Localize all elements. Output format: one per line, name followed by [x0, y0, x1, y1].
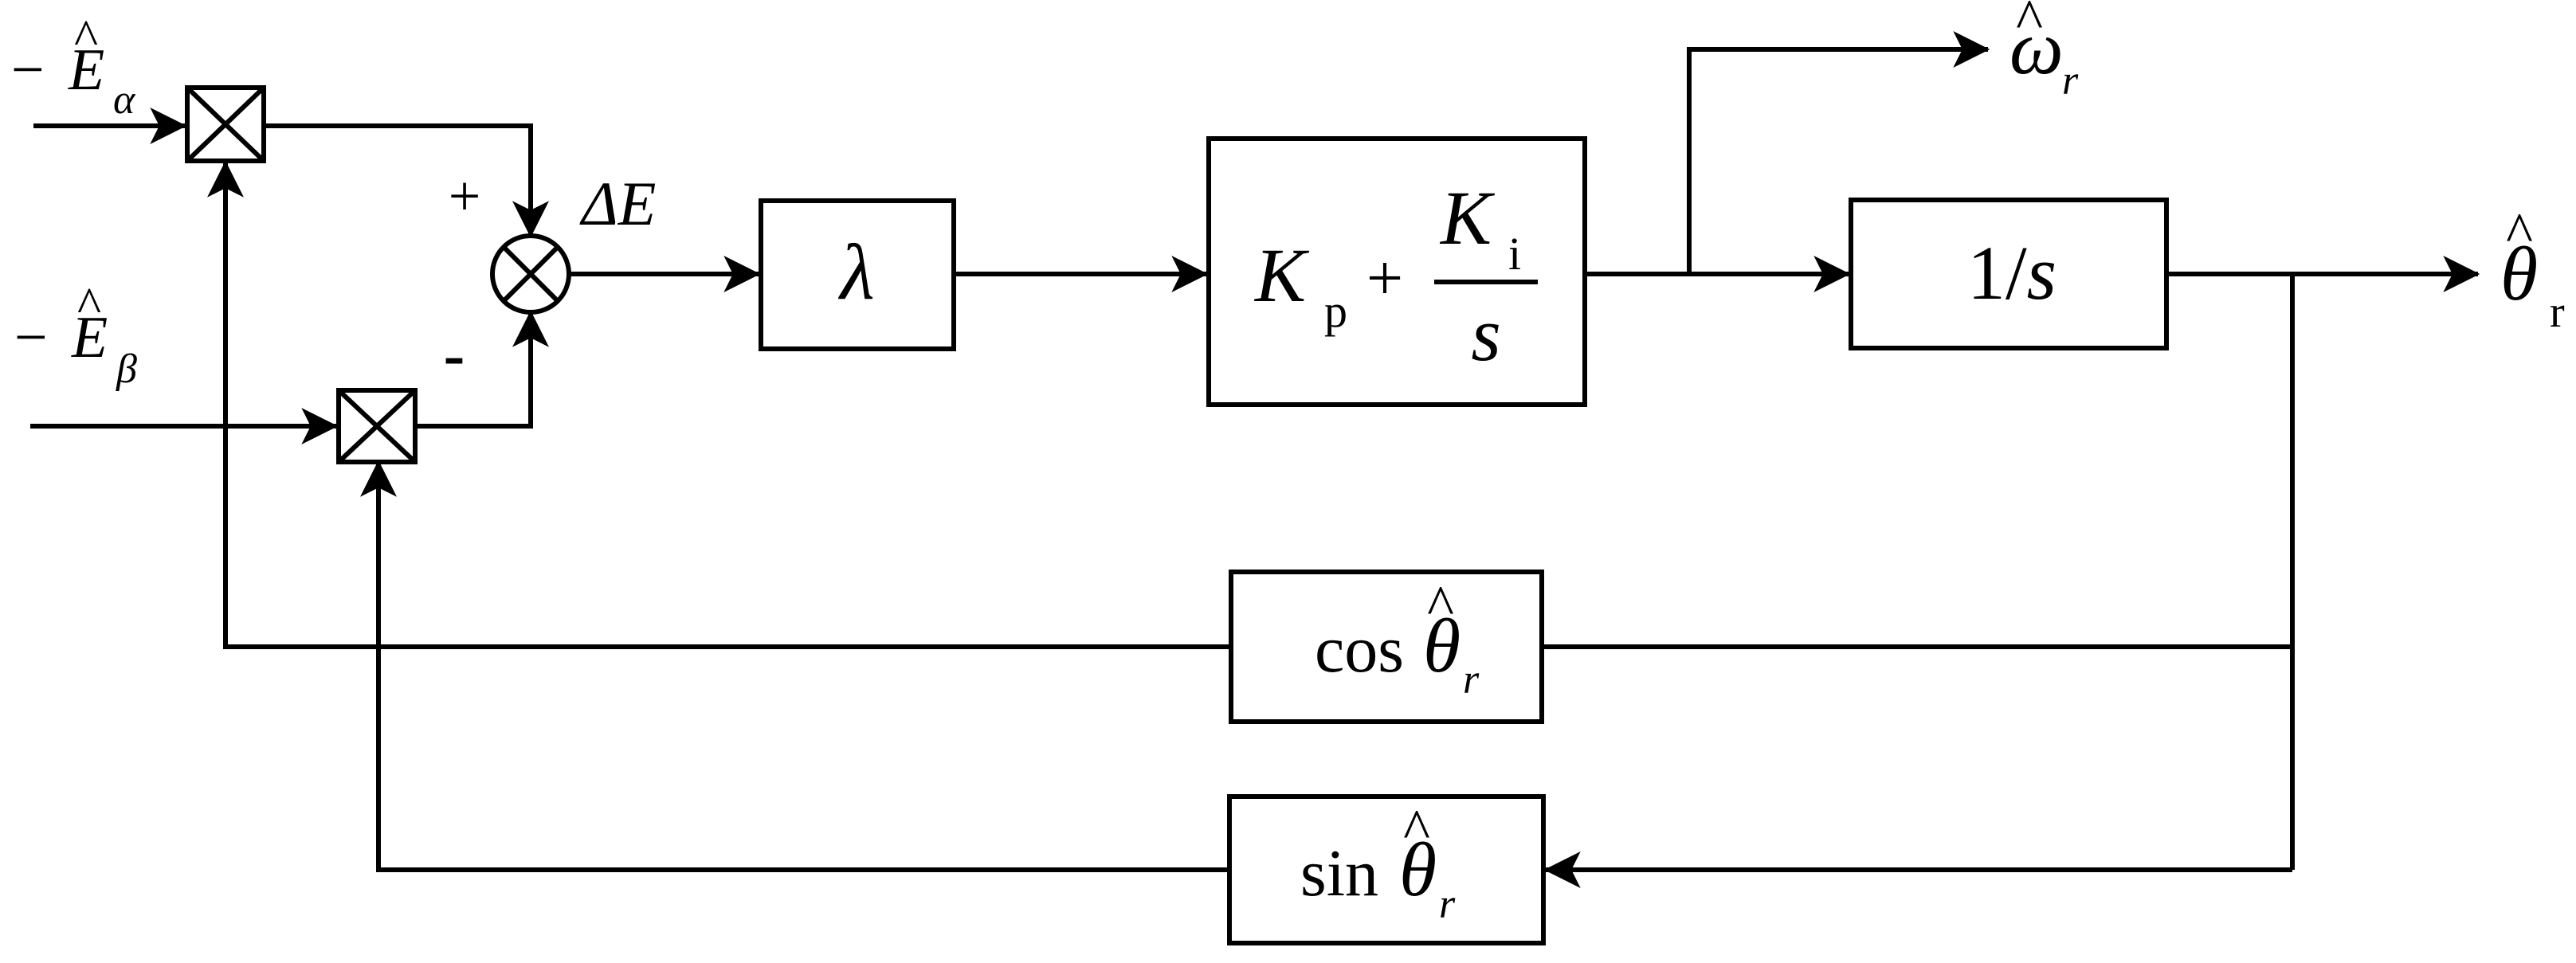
svg-text:r: r — [1439, 882, 1456, 927]
svg-text:θ: θ — [2500, 231, 2538, 316]
mult-alpha-to-sum-line — [266, 123, 549, 238]
svg-text:α: α — [113, 77, 136, 123]
svg-text:1/s: 1/s — [1967, 230, 2056, 315]
e-alpha-label: −E ^ α — [11, 9, 136, 123]
sin-to-mult-beta-line — [360, 460, 1227, 872]
svg-text:^: ^ — [74, 9, 98, 65]
omega-output-line — [1687, 31, 1990, 274]
svg-text:−E: −E — [14, 305, 108, 370]
svg-text:r: r — [1463, 657, 1480, 703]
cos-theta-block: cos θ ^ r — [1229, 570, 1544, 724]
svg-text:^: ^ — [77, 276, 101, 333]
lambda-label: λ — [837, 228, 874, 316]
theta-output-label: θ ^ r — [2500, 201, 2565, 337]
svg-text:^: ^ — [1403, 797, 1430, 861]
svg-text:ω: ω — [2009, 5, 2064, 90]
svg-text:r: r — [2062, 58, 2079, 104]
svg-text:K: K — [1253, 233, 1310, 318]
e-beta-label: −E ^ β — [14, 276, 137, 392]
svg-text:i: i — [1508, 228, 1521, 280]
omega-output-label: ω ^ r — [2009, 0, 2079, 104]
svg-text:θ: θ — [1423, 603, 1461, 688]
multiplier-alpha — [185, 85, 266, 163]
multiplier-beta — [336, 388, 418, 464]
svg-text:+: + — [1366, 241, 1403, 314]
svg-text:s: s — [1471, 292, 1500, 377]
svg-text:^: ^ — [2016, 0, 2043, 51]
svg-text:cos: cos — [1315, 613, 1404, 687]
svg-text:−E: −E — [11, 37, 104, 103]
cos-to-mult-alpha-line — [207, 160, 1229, 649]
svg-text:^: ^ — [2506, 201, 2533, 264]
delta-e-label: ΔE — [579, 169, 656, 238]
integrator-block: 1/s — [1849, 198, 2169, 350]
svg-text:β: β — [116, 346, 137, 392]
svg-text:p: p — [1324, 285, 1347, 337]
gain-block: λ — [759, 198, 956, 351]
signal-lines — [30, 31, 2480, 888]
mult-beta-to-sum-line — [417, 310, 549, 429]
minus-sign: - — [444, 320, 465, 390]
svg-text:K: K — [1439, 175, 1496, 260]
svg-text:sin: sin — [1300, 836, 1378, 910]
svg-text:r: r — [2550, 288, 2565, 337]
sin-theta-block: sin θ ^ r — [1227, 794, 1546, 945]
pi-controller-block: K p + K i s — [1206, 136, 1587, 407]
summing-junction — [490, 233, 571, 315]
svg-text:^: ^ — [1427, 573, 1454, 637]
svg-text:θ: θ — [1399, 827, 1437, 912]
plus-sign: + — [449, 164, 481, 228]
